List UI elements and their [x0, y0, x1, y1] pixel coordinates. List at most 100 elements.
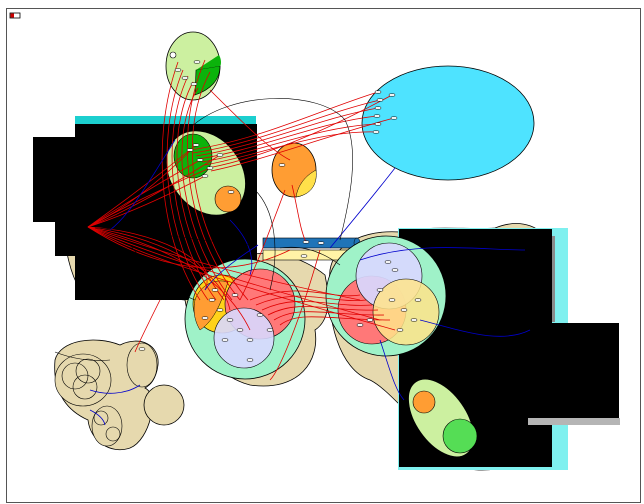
right-node[interactable]	[391, 268, 399, 272]
big-cyan-cluster[interactable]	[361, 65, 535, 181]
bottom-left-outline-cluster[interactable]	[54, 339, 185, 450]
edge-blue	[89, 409, 106, 426]
edge-red	[87, 226, 361, 301]
edge-red	[166, 69, 209, 301]
edge-black	[54, 351, 111, 361]
cyan-node[interactable]	[376, 98, 384, 102]
edge-red	[269, 249, 321, 381]
edge-red	[261, 300, 373, 311]
center-node[interactable]	[246, 338, 254, 342]
right-mint-cluster[interactable]	[325, 235, 447, 357]
center-node[interactable]	[226, 318, 234, 322]
edge-black	[254, 189, 276, 291]
top-node[interactable]	[174, 68, 182, 72]
cyan-node[interactable]	[372, 130, 380, 134]
center-node[interactable]	[231, 293, 239, 297]
right-node[interactable]	[400, 308, 408, 312]
right-node[interactable]	[414, 298, 422, 302]
top-node[interactable]	[190, 82, 198, 86]
right-node[interactable]	[384, 260, 392, 264]
orange-yellow-cluster[interactable]	[271, 142, 317, 198]
edge-red	[249, 290, 361, 301]
edge-red	[181, 87, 233, 301]
cyan-node[interactable]	[390, 116, 398, 120]
cyan-node[interactable]	[374, 90, 382, 94]
edge-red	[204, 131, 377, 166]
misc-node[interactable]	[138, 347, 146, 351]
edge-blue	[109, 139, 176, 231]
misc-node[interactable]	[317, 241, 325, 245]
edge-red	[207, 94, 393, 169]
edge-black	[129, 244, 196, 301]
right-node[interactable]	[410, 318, 418, 322]
cyan-node[interactable]	[388, 93, 396, 97]
edge-red	[87, 154, 221, 228]
center-mint-cluster[interactable]	[184, 258, 306, 380]
grey-side	[552, 236, 555, 322]
center-node[interactable]	[201, 316, 209, 320]
edge-red	[273, 311, 385, 321]
edge-red	[201, 123, 379, 163]
green-node[interactable]	[201, 174, 209, 178]
edge-red	[87, 149, 191, 228]
green-node[interactable]	[216, 153, 224, 157]
edge-blue	[329, 167, 396, 249]
edge-black	[189, 98, 353, 241]
black-panel-left-tab	[33, 137, 85, 222]
misc-node[interactable]	[278, 163, 286, 167]
edge-red	[239, 189, 286, 301]
right-node[interactable]	[388, 298, 396, 302]
edge-red	[291, 184, 307, 243]
right-node[interactable]	[376, 288, 384, 292]
center-node[interactable]	[216, 308, 224, 312]
edge-red	[161, 61, 201, 301]
green-node[interactable]	[206, 166, 214, 170]
green-node[interactable]	[192, 143, 200, 147]
center-node[interactable]	[221, 338, 229, 342]
cyan-node[interactable]	[374, 106, 382, 110]
edge-red	[255, 295, 367, 306]
right-node[interactable]	[396, 328, 404, 332]
grey-strip	[528, 418, 620, 425]
small-window-icon[interactable]	[9, 12, 21, 19]
edge-blue	[229, 219, 253, 276]
cyan-node[interactable]	[373, 114, 381, 118]
center-node[interactable]	[256, 313, 264, 317]
edge-red	[87, 226, 291, 269]
start-node[interactable]	[169, 51, 177, 59]
edge-blue	[379, 339, 405, 401]
black-panel-far-right	[528, 323, 619, 418]
edge-red	[176, 81, 225, 301]
center-node[interactable]	[211, 288, 219, 292]
right-node[interactable]	[366, 318, 374, 322]
edge-black	[279, 246, 341, 266]
green-node[interactable]	[186, 148, 194, 152]
edge-red	[87, 226, 396, 331]
edge-black	[94, 227, 251, 246]
node-markers	[138, 60, 422, 362]
red-edges	[87, 59, 396, 381]
bottom-right-green-cluster[interactable]	[395, 368, 486, 469]
top-node[interactable]	[181, 76, 189, 80]
center-node[interactable]	[246, 358, 254, 362]
black-edges	[54, 98, 353, 361]
top-green-cluster[interactable]	[165, 31, 221, 101]
edge-red	[87, 159, 201, 228]
misc-node[interactable]	[300, 254, 308, 258]
misc-node[interactable]	[227, 190, 235, 194]
green-node[interactable]	[196, 158, 204, 162]
center-node[interactable]	[266, 328, 274, 332]
edge-blue	[89, 384, 141, 394]
blue-bar-node[interactable]	[262, 237, 358, 249]
center-node[interactable]	[208, 298, 216, 302]
edge-red	[87, 226, 251, 331]
right-node[interactable]	[356, 323, 364, 327]
edge-red	[210, 117, 395, 172]
center-node[interactable]	[236, 328, 244, 332]
misc-node[interactable]	[302, 240, 310, 244]
cyan-node[interactable]	[374, 122, 382, 126]
top-node[interactable]	[193, 60, 201, 64]
edge-blue	[204, 244, 259, 291]
